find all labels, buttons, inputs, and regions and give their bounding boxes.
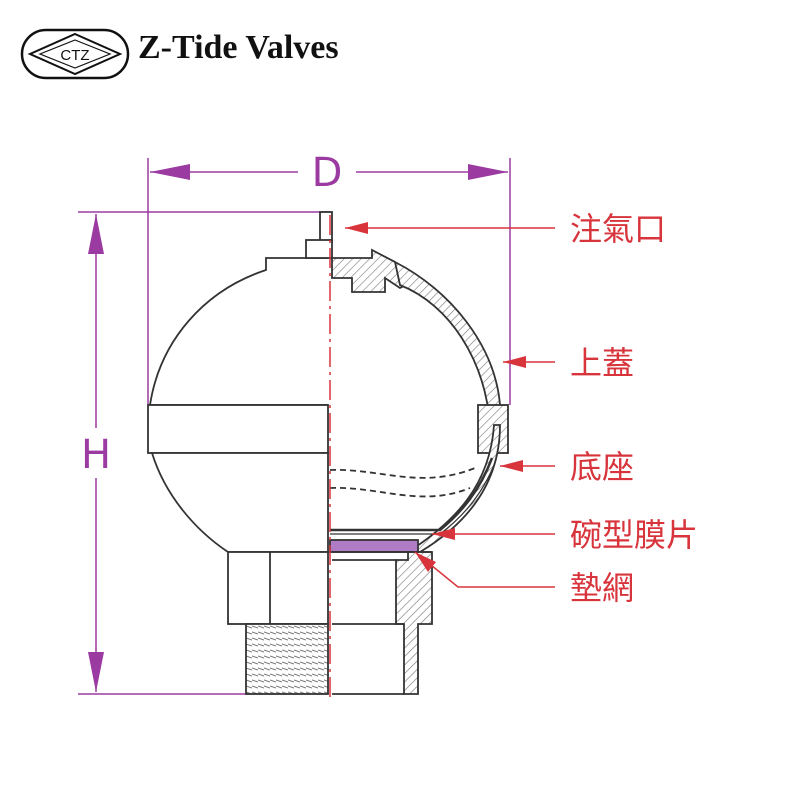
- callout-base-seat: 底座: [500, 448, 634, 486]
- diaphragm-dashed: [329, 467, 476, 479]
- gasket-mesh-shape: [329, 539, 419, 553]
- arrowhead-icon: [345, 222, 368, 234]
- arrowhead-icon: [500, 460, 523, 472]
- callout-label-base-seat: 底座: [570, 448, 634, 486]
- arrowhead-icon: [503, 356, 526, 368]
- callout-label-bowl-diaphragm: 碗型膜片: [570, 516, 698, 554]
- hex-body-section: [395, 551, 433, 695]
- lower-dome-exterior: [150, 452, 329, 553]
- arrowhead-icon: [88, 652, 104, 692]
- dimension-h-label: H: [81, 432, 111, 478]
- arrowhead-icon: [432, 528, 455, 540]
- callout-gasket-mesh: 墊網: [414, 551, 634, 607]
- callout-bowl-diaphragm: 碗型膜片: [432, 516, 698, 554]
- callout-label-gasket-mesh: 墊網: [570, 569, 634, 607]
- brand-name: Z-Tide Valves: [138, 29, 339, 66]
- callout-label-air-inlet: 注氣口: [570, 210, 666, 248]
- threaded-section: [245, 623, 329, 695]
- bowl-diaphragm-shape: [330, 457, 494, 532]
- dimension-h: H: [78, 211, 330, 695]
- center-band: [147, 404, 329, 454]
- logo-letters: CTZ: [60, 47, 89, 64]
- callout-label-upper-cover: 上蓋: [570, 344, 634, 382]
- top-cap-section: [331, 248, 414, 293]
- arrowhead-icon: [150, 164, 190, 180]
- hex-nut: [227, 551, 329, 625]
- brand-logo: CTZ: [20, 28, 130, 80]
- dimension-d-label: D: [312, 150, 343, 196]
- upper-shell-section: [393, 260, 501, 426]
- callout-air-inlet: 注氣口: [345, 210, 666, 248]
- arrowhead-icon: [415, 552, 436, 572]
- dimension-d: D: [147, 150, 511, 405]
- arrowhead-icon: [468, 164, 508, 180]
- upper-dome-exterior: [148, 257, 328, 406]
- arrowhead-icon: [88, 214, 104, 254]
- valve-drawing: [147, 211, 509, 695]
- callout-upper-cover: 上蓋: [503, 344, 634, 382]
